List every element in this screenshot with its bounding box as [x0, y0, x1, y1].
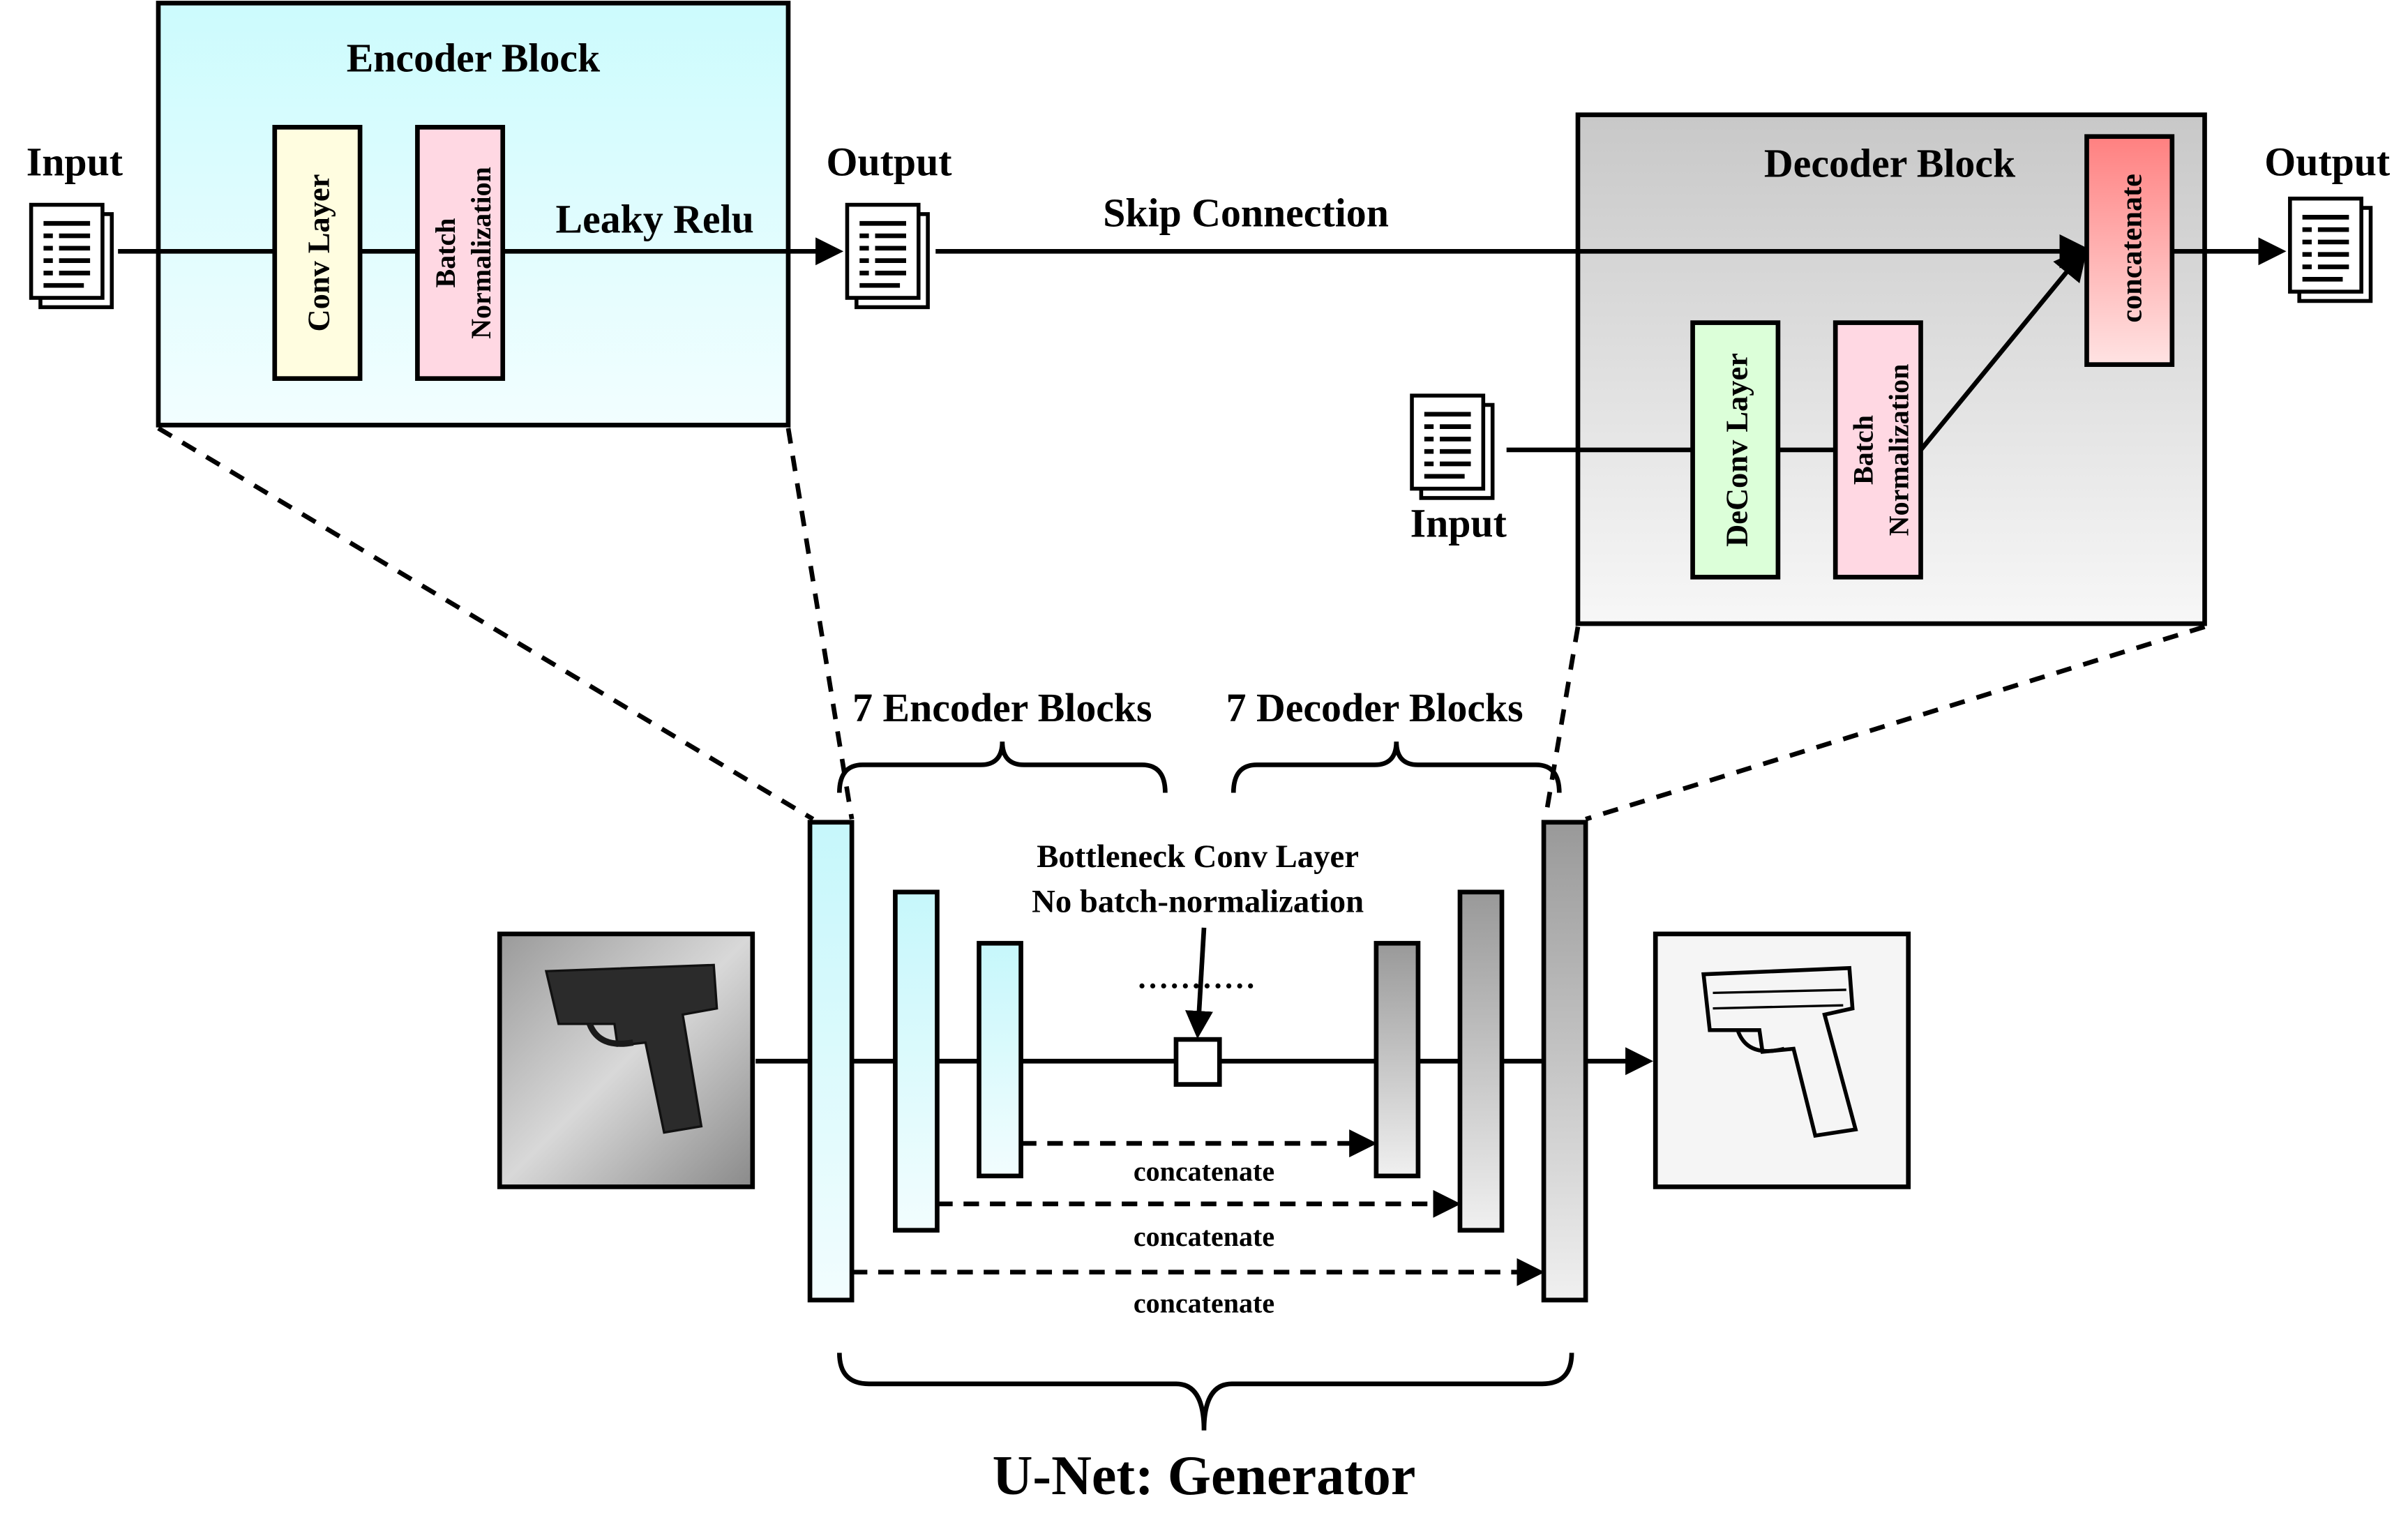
- encoder-count-label: 7 Encoder Blocks: [852, 685, 1152, 730]
- decoder-block: Decoder Block DeConv Layer Batch Normali…: [1506, 112, 2287, 626]
- decoder-input-document-icon: [1412, 396, 1493, 498]
- batch-norm-label-line1: Batch: [430, 218, 461, 287]
- batch-to-concat-arrow: [1918, 246, 2089, 452]
- encoder-brace: [837, 741, 1168, 793]
- decoder-brace: [1231, 741, 1562, 793]
- concat-label-1: concatenate: [1134, 1288, 1274, 1319]
- leaky-relu-label: Leaky Relu: [556, 197, 754, 242]
- encoder-block-title: Encoder Block: [347, 35, 601, 80]
- encoder-input-label: Input: [27, 139, 123, 184]
- decoder-layer-1: [1541, 820, 1588, 1303]
- handgun-photo-icon: [497, 931, 755, 1189]
- encoder-layer-2: [893, 889, 940, 1233]
- handgun-sketch-icon: [1653, 931, 1911, 1189]
- decoder-batch-norm-label-line1: Batch: [1848, 415, 1879, 485]
- concatenate-box: [2084, 134, 2175, 367]
- zoom-guide-lines: [157, 426, 2206, 822]
- decoder-layer-3: [1374, 940, 1421, 1179]
- bottleneck-label-line1: Bottleneck Conv Layer: [1037, 838, 1359, 875]
- concatenate-label: concatenate: [2115, 174, 2148, 323]
- encoder-output-document-icon: [847, 205, 928, 308]
- conv-layer-box: [272, 125, 363, 382]
- batch-norm-label-line2: Normalization: [465, 167, 497, 339]
- encoder-output-label: Output: [827, 139, 952, 184]
- bottleneck-layer: [1173, 1037, 1222, 1087]
- bottleneck-label-line2: No batch-normalization: [1032, 884, 1364, 920]
- encoder-block: Encoder Block Conv Layer Batch Normaliza…: [118, 1, 844, 428]
- encoder-input-document-icon: [31, 205, 112, 308]
- decoder-layer-2: [1457, 889, 1505, 1233]
- decoder-count-label: 7 Decoder Blocks: [1226, 685, 1523, 730]
- decoder-output-document-icon: [2290, 199, 2371, 301]
- concat-label-2: concatenate: [1134, 1221, 1274, 1252]
- unet-generator: 7 Encoder Blocks 7 Decoder Blocks Bottle…: [497, 685, 1911, 1507]
- encoder-layer-3: [977, 940, 1023, 1179]
- decoder-output-label: Output: [2264, 139, 2390, 184]
- unet-brace: [837, 1353, 1574, 1431]
- decoder-batch-norm-label-line2: Normalization: [1883, 364, 1915, 536]
- unet-title: U-Net: Generator: [993, 1445, 1416, 1507]
- conv-layer-label: Conv Layer: [301, 174, 336, 331]
- bottleneck-pointer-arrow: [1185, 927, 1213, 1039]
- encoder-layer-1: [807, 820, 855, 1303]
- skip-connection-label: Skip Connection: [1103, 190, 1389, 236]
- concat-label-3: concatenate: [1134, 1156, 1274, 1187]
- decoder-block-title: Decoder Block: [1764, 141, 2016, 186]
- decoder-input-label: Input: [1410, 501, 1507, 546]
- deconv-layer-label: DeConv Layer: [1719, 353, 1754, 547]
- unet-ellipsis: ...........: [1138, 961, 1257, 995]
- batch-norm-box: [415, 125, 506, 382]
